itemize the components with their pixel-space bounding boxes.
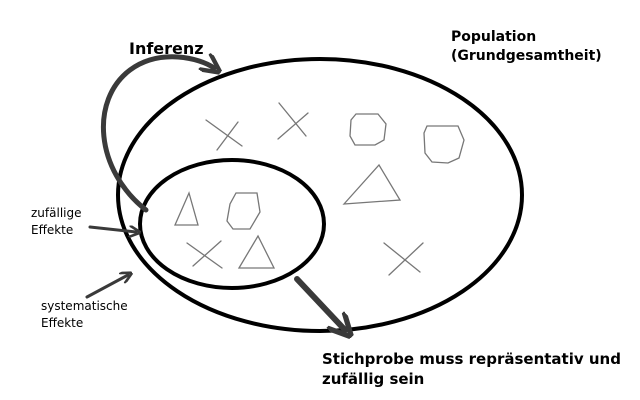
sample-note-label-line: zufällig sein (322, 369, 425, 388)
sample-note-label-line: Stichprobe muss repräsentativ und (322, 350, 621, 368)
population-label: Population (Grundgesamtheit) (451, 28, 602, 66)
population-ellipse (116, 57, 524, 333)
random-effects-label-line: Effekte (31, 223, 74, 238)
population-label-line: Population (451, 29, 537, 45)
systematic-effects-label: systematische Effekte (41, 298, 128, 333)
systematic-effects-arrow (85, 275, 128, 299)
population-member-cross (383, 242, 424, 276)
sample-pointer-arrow (294, 276, 345, 330)
random-effects-label-line: zufällige (31, 206, 82, 220)
population-label-line: (Grundgesamtheit) (451, 47, 602, 64)
population-member-triangle (342, 163, 402, 205)
sample-member-triangle (174, 191, 199, 226)
sample-member-octagon (226, 192, 261, 230)
population-member-octagon (423, 125, 465, 164)
population-member-cross (205, 119, 243, 151)
random-effects-label: zufällige Effekte (31, 205, 81, 240)
sample-member-triangle (237, 234, 276, 269)
systematic-effects-label-line: systematische (41, 299, 128, 313)
systematic-effects-label-line: Effekte (41, 316, 84, 331)
population-member-octagon (349, 113, 387, 146)
population-member-cross (277, 102, 309, 140)
sample-note-label: Stichprobe muss repräsentativ und zufäll… (322, 350, 621, 389)
inference-arrow (100, 57, 214, 213)
inference-label: Inferenz (129, 39, 204, 58)
random-effects-arrow (88, 227, 136, 232)
sample-member-cross (186, 240, 223, 269)
sample-ellipse (138, 158, 326, 290)
